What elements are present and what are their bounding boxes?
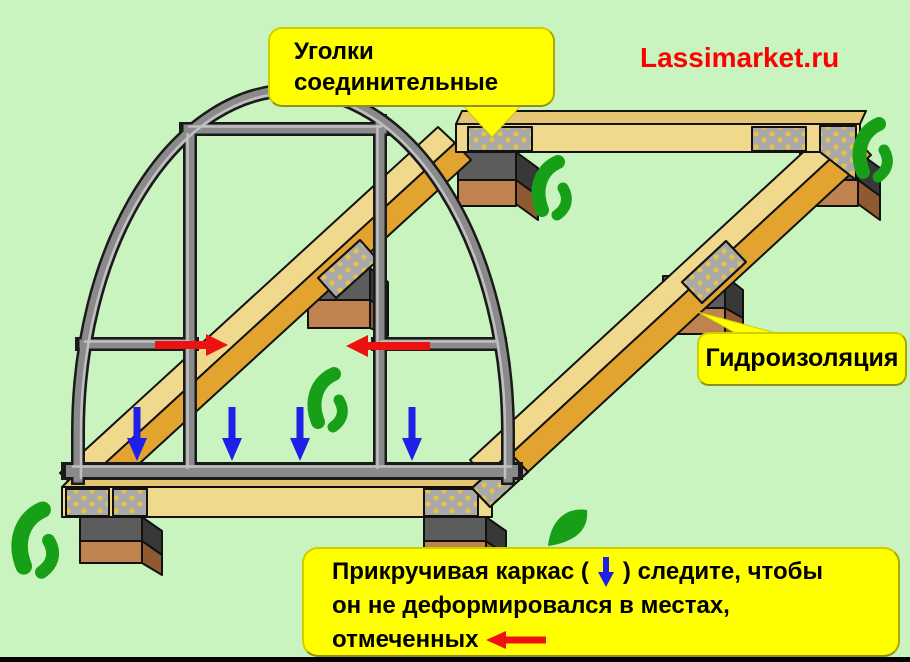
- callout-instruction: Прикручивая каркас ( ) следите, чтобы он…: [302, 547, 900, 657]
- foundation-beams: [59, 110, 872, 518]
- instruction-line2: он не деформировался в местах,: [332, 592, 730, 619]
- blue-down-arrow-icon: [127, 407, 422, 461]
- callout-corner-brackets-line2: соединительные: [294, 69, 499, 96]
- plate-left-middle: [317, 239, 379, 299]
- bottom-border-bar: [0, 657, 910, 662]
- sprouts: [20, 124, 888, 572]
- plate-front-left-b: [112, 488, 148, 517]
- callout-corner-brackets-line1: Уголки: [294, 38, 374, 65]
- callout-waterproofing-label: Гидроизоляция: [705, 344, 899, 372]
- plate-front-right: [423, 488, 479, 517]
- block-front-left: [79, 516, 163, 576]
- plate-back-right: [751, 126, 807, 152]
- corner-plates: [65, 125, 857, 517]
- callout-corner-brackets: Уголки соединительные: [268, 27, 555, 107]
- plate-back-left: [467, 126, 533, 152]
- beam-front: [61, 478, 501, 518]
- plate-back-corner: [819, 125, 857, 181]
- callout-waterproofing: Гидроизоляция: [697, 332, 907, 386]
- plate-front-left-a: [65, 488, 110, 517]
- instruction-line1: Прикручивая каркас ( ) следите, чтобы: [332, 555, 898, 589]
- red-left-arrow-icon: [486, 631, 547, 649]
- red-marker-arrow-icon: [155, 334, 430, 357]
- leaf-icon: [548, 509, 588, 546]
- instruction-line1-pre: Прикручивая каркас (: [332, 558, 589, 585]
- blue-down-arrow-icon: [597, 557, 614, 587]
- plate-right-middle: [681, 240, 747, 304]
- screw-direction-arrows: [127, 334, 430, 461]
- instruction-line3: отмеченных: [332, 623, 898, 657]
- instruction-line1-post: ) следите, чтобы: [622, 558, 823, 585]
- watermark-lassimarket: Lassimarket.ru: [640, 42, 840, 73]
